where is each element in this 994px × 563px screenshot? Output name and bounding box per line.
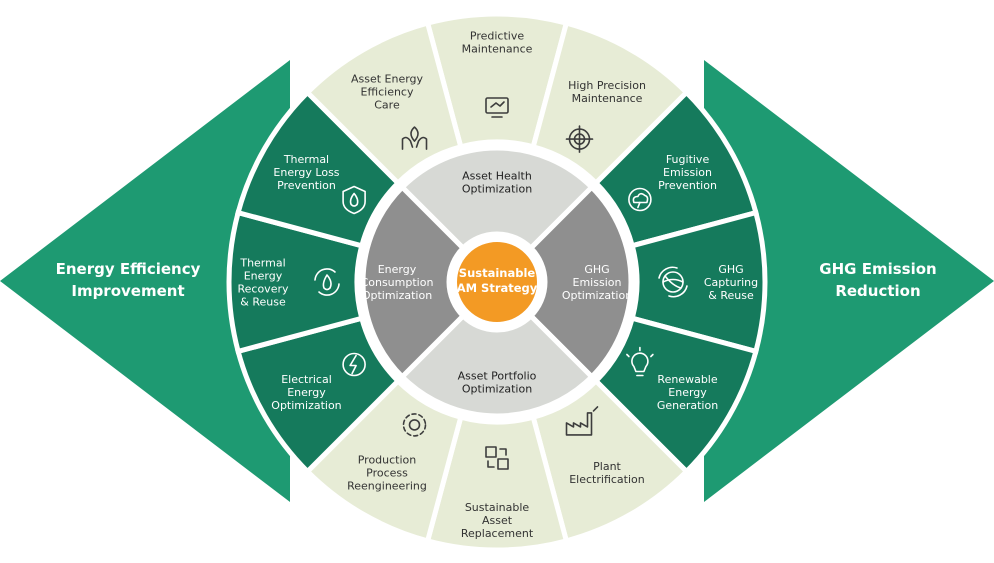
inner-asset-health-shape <box>398 145 596 252</box>
segment-high-precision-maintenance-label-line2: Maintenance <box>572 92 643 105</box>
segment-asset-energy-efficiency-care-label-line1: Asset Energy <box>351 72 424 85</box>
lightbulb-icon <box>626 346 654 377</box>
core-label-line2: AM Strategy <box>457 281 538 295</box>
segment-ghg-capturing-reuse-label-line2: Capturing <box>704 276 758 289</box>
hands-leaf-icon <box>401 126 428 150</box>
inner-ghg-emission-label-line1: GHG <box>584 263 609 276</box>
segment-renewable-energy-generation-label-line2: Energy <box>668 386 707 399</box>
segment-production-process-reengineering-label-line3: Reengineering <box>347 480 427 493</box>
segment-thermal-energy-recovery-reuse-label-line2: Energy <box>244 270 283 283</box>
segment-production-process-reengineering-label-line1: Production <box>358 454 417 467</box>
inner-asset-portfolio-label-line1: Asset Portfolio <box>458 370 537 383</box>
swap-icon <box>485 446 509 470</box>
segment-renewable-energy-generation-label-line1: Renewable <box>657 373 717 386</box>
segment-electrical-energy-optimization-label-line2: Energy <box>287 386 326 399</box>
right-wing-label-line1: GHG Emission <box>819 260 936 278</box>
globe-recycle-icon <box>658 266 688 298</box>
flame-cycle-icon <box>314 268 340 296</box>
segment-thermal-energy-recovery-reuse-label-line4: & Reuse <box>240 296 286 309</box>
inner-ghg-emission-label-line3: Optimization <box>562 289 632 302</box>
inner-ring: Asset HealthOptimizationGHGEmissionOptim… <box>360 145 634 419</box>
segment-asset-energy-efficiency-care-label-line3: Care <box>374 98 400 111</box>
inner-energy-consumption-label-line1: Energy <box>378 263 417 276</box>
segment-plant-electrification-label-line2: Electrification <box>569 473 645 486</box>
inner-asset-portfolio-label-line2: Optimization <box>462 383 532 396</box>
segment-thermal-energy-loss-prevention-label-line2: Energy Loss <box>273 166 339 179</box>
core-label-line1: Sustainable <box>459 266 536 280</box>
segment-predictive-maintenance-label-line1: Predictive <box>470 30 524 43</box>
segment-fugitive-emission-prevention-label-line2: Emission <box>663 166 712 179</box>
target-icon <box>565 125 594 153</box>
segment-sustainable-asset-replacement-label-line2: Asset <box>482 514 513 527</box>
inner-energy-consumption-shape <box>360 183 467 381</box>
left-wing <box>0 60 290 502</box>
inner-ghg-emission-shape <box>527 183 634 381</box>
segment-thermal-energy-recovery-reuse-label-line3: Recovery <box>237 283 288 296</box>
segment-sustainable-asset-replacement-label-line3: Replacement <box>461 527 534 540</box>
segment-predictive-maintenance-label-line2: Maintenance <box>462 43 533 56</box>
segment-electrical-energy-optimization-label-line3: Optimization <box>271 399 341 412</box>
cloud-icon <box>628 187 652 212</box>
segment-high-precision-maintenance-label-line1: High Precision <box>568 79 646 92</box>
left-wing-label-line1: Energy Efficiency <box>56 260 201 278</box>
factory-icon <box>565 406 599 436</box>
segment-fugitive-emission-prevention-label-line3: Prevention <box>658 179 717 192</box>
segment-production-process-reengineering-label-line2: Process <box>366 467 408 480</box>
segment-sustainable-asset-replacement-label-line1: Sustainable <box>465 501 530 514</box>
inner-energy-consumption-label-line3: Optimization <box>362 289 432 302</box>
segment-asset-energy-efficiency-care-label-line2: Efficiency <box>361 85 414 98</box>
segment-renewable-energy-generation-label-line3: Generation <box>657 399 718 412</box>
monitor-icon <box>485 97 509 118</box>
right-wing <box>704 60 994 502</box>
inner-asset-health-label-line2: Optimization <box>462 183 532 196</box>
inner-ghg-emission-label-line2: Emission <box>573 276 622 289</box>
inner-asset-portfolio-shape <box>398 312 596 419</box>
segment-fugitive-emission-prevention-label-line1: Fugitive <box>666 153 710 166</box>
core-circle <box>453 238 541 326</box>
segment-plant-electrification-label-line1: Plant <box>593 460 621 473</box>
segment-ghg-capturing-reuse-label-line3: & Reuse <box>708 289 754 302</box>
flame-shield-icon <box>342 185 366 215</box>
lightning-icon <box>342 352 366 377</box>
inner-asset-health-label-line1: Asset Health <box>462 170 532 183</box>
segment-thermal-energy-loss-prevention-label-line1: Thermal <box>283 153 329 166</box>
segment-thermal-energy-loss-prevention-label-line3: Prevention <box>277 179 336 192</box>
segment-asset-energy-efficiency-care-shape <box>303 20 464 187</box>
right-wing-label-line2: Reduction <box>835 282 920 300</box>
inner-energy-consumption-label-line2: Consumption <box>361 276 434 289</box>
gear-cycle-icon <box>402 413 427 437</box>
segment-ghg-capturing-reuse-label-line1: GHG <box>718 263 743 276</box>
segment-thermal-energy-recovery-reuse-label-line1: Thermal <box>239 257 285 270</box>
segment-electrical-energy-optimization-label-line1: Electrical <box>281 373 332 386</box>
left-wing-label-line2: Improvement <box>71 282 184 300</box>
